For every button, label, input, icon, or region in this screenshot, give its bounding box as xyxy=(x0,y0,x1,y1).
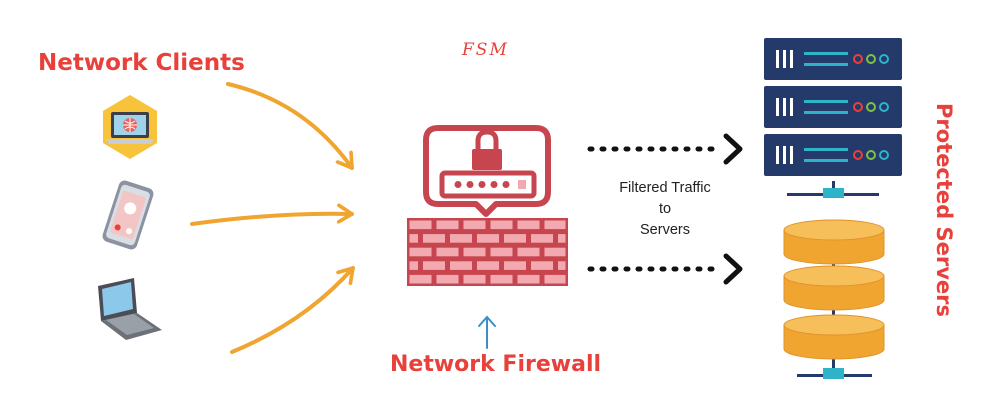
network-clients-label: Network Clients xyxy=(38,50,245,76)
wall-brick xyxy=(436,274,459,284)
wall-brick xyxy=(517,247,540,257)
wall-brick xyxy=(490,247,513,257)
wall-brick xyxy=(477,234,499,243)
network-firewall-label: Network Firewall xyxy=(390,352,602,377)
wall-brick xyxy=(544,220,566,230)
wall-brick xyxy=(558,261,566,270)
wall-brick xyxy=(504,234,526,243)
wall-brick xyxy=(463,247,486,257)
wall-brick xyxy=(450,261,472,270)
wall-brick xyxy=(544,247,566,257)
server-unit xyxy=(764,38,902,80)
wall-brick xyxy=(544,274,566,284)
wall-brick xyxy=(436,247,459,257)
wall-brick xyxy=(436,220,459,230)
wall-brick xyxy=(531,234,553,243)
firewall-lock-icon xyxy=(423,125,551,217)
database-disk xyxy=(783,219,885,265)
wall-brick xyxy=(450,234,472,243)
database-stack-icon xyxy=(783,219,885,379)
wall-brick xyxy=(504,261,526,270)
wall-brick xyxy=(409,234,418,243)
database-disk xyxy=(783,265,885,311)
brand-watermark: FSM xyxy=(462,40,509,60)
wall-brick xyxy=(490,220,513,230)
arrow-client-1 xyxy=(226,82,354,170)
wall-brick xyxy=(517,220,540,230)
server-unit xyxy=(764,86,902,128)
traffic-label-line-3: Servers xyxy=(640,222,690,238)
firewall-wall-icon xyxy=(407,218,568,286)
server-unit xyxy=(764,134,902,176)
traffic-label-line-1: Filtered Traffic xyxy=(619,180,711,196)
wall-brick xyxy=(423,261,445,270)
wall-brick xyxy=(463,274,486,284)
wall-brick xyxy=(517,274,540,284)
arrow-client-2 xyxy=(190,214,354,226)
client-laptop-icon xyxy=(98,278,162,340)
protected-servers-label: Protected Servers xyxy=(932,102,956,318)
wall-brick xyxy=(409,261,418,270)
client-smartphone-icon xyxy=(102,180,154,250)
wall-brick xyxy=(558,234,566,243)
wall-brick xyxy=(463,220,486,230)
wall-brick xyxy=(409,247,432,257)
wall-brick xyxy=(409,274,432,284)
client-traffic-arrows xyxy=(190,82,355,354)
client-laptop-globe-icon xyxy=(103,95,157,159)
filtered-traffic-label: Filtered Traffic to Servers xyxy=(600,178,730,241)
wall-brick xyxy=(409,220,432,230)
traffic-label-line-2: to xyxy=(658,201,672,217)
wall-brick xyxy=(490,274,513,284)
arrow-to-servers-bottom-head xyxy=(723,253,743,285)
up-arrow-icon xyxy=(478,315,496,349)
arrow-to-servers-top-head xyxy=(723,133,743,165)
filtered-traffic-arrows xyxy=(587,133,743,285)
wall-brick xyxy=(423,234,445,243)
arrow-client-3 xyxy=(230,266,355,354)
server-rack-icon xyxy=(764,38,902,198)
wall-brick xyxy=(477,261,499,270)
database-disk xyxy=(783,314,885,360)
wall-brick xyxy=(531,261,553,270)
